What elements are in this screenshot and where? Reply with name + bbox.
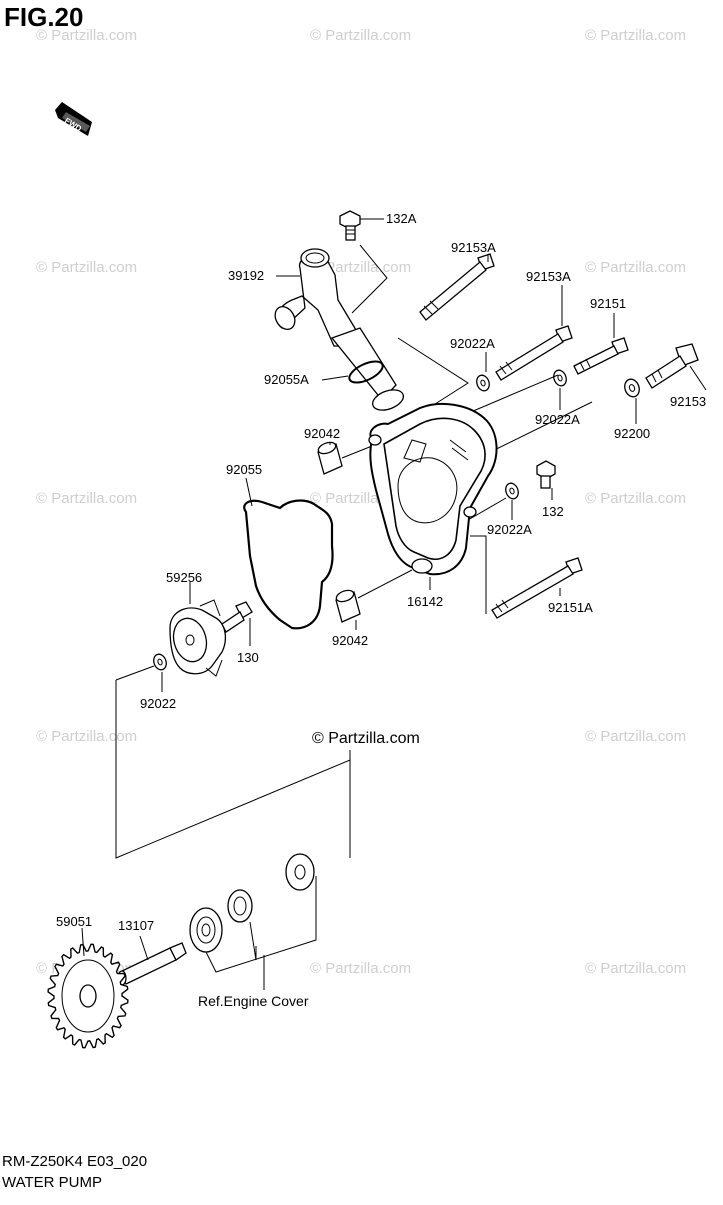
part-label-92042-1: 92042 <box>304 426 340 441</box>
washer-92022a-2 <box>553 369 567 387</box>
reference-engine-cover: Ref.Engine Cover <box>198 993 309 1009</box>
bolt-132a <box>339 210 361 241</box>
part-label-92022a-2: 92022A <box>535 412 580 427</box>
bolt-92153 <box>645 343 699 389</box>
part-label-92153a-lower: 92153A <box>526 269 571 284</box>
bolt-132 <box>536 460 556 489</box>
bolt-130 <box>221 601 253 633</box>
watermark: © Partzilla.com <box>310 960 411 977</box>
watermark: © Partzilla.com <box>585 960 686 977</box>
oil-seal <box>227 889 253 923</box>
part-label-92042-2: 92042 <box>332 633 368 648</box>
washer-92022a-1 <box>476 374 490 392</box>
washer-92200 <box>624 378 640 398</box>
impeller-59256 <box>169 599 227 677</box>
gear-59051 <box>47 943 129 1049</box>
part-label-39192: 39192 <box>228 268 264 283</box>
watermark: © Partzilla.com <box>36 490 137 507</box>
bolt-92153a-lower <box>495 325 573 381</box>
part-label-59256: 59256 <box>166 570 202 585</box>
dowel-pin-92042-2 <box>335 589 361 623</box>
watermark-group: © Partzilla.com © Partzilla.com © Partzi… <box>36 27 686 977</box>
part-label-92055a: 92055A <box>264 372 309 387</box>
dowel-pin-92042-1 <box>317 441 343 475</box>
watermark: © Partzilla.com <box>585 728 686 745</box>
part-label-92153a-upper: 92153A <box>451 240 496 255</box>
figure-title: FIG.20 <box>4 2 84 32</box>
part-label-92151a: 92151A <box>548 600 593 615</box>
watermark-main: © Partzilla.com <box>312 730 420 747</box>
part-label-92022a-3: 92022A <box>487 522 532 537</box>
bolt-92151a <box>491 557 583 619</box>
watermark: © Partzilla.com <box>36 728 137 745</box>
bearing-inner <box>285 853 315 891</box>
watermark: © Partzilla.com <box>585 259 686 276</box>
watermark: © Partzilla.com <box>310 259 411 276</box>
gasket-92055 <box>243 499 334 630</box>
part-label-130: 130 <box>237 650 259 665</box>
part-label-16142: 16142 <box>407 594 443 609</box>
part-label-92151: 92151 <box>590 296 626 311</box>
part-label-59051: 59051 <box>56 914 92 929</box>
part-label-13107: 13107 <box>118 918 154 933</box>
figure-name: WATER PUMP <box>2 1174 102 1191</box>
watermark: © Partzilla.com <box>310 27 411 44</box>
part-label-92055: 92055 <box>226 462 262 477</box>
part-label-92200: 92200 <box>614 426 650 441</box>
bolt-92153a-upper <box>419 253 495 321</box>
watermark: © Partzilla.com <box>585 27 686 44</box>
part-label-92022: 92022 <box>140 696 176 711</box>
bolt-92151 <box>573 337 629 375</box>
watermark: © Partzilla.com <box>36 27 137 44</box>
fwd-arrow-icon: FWD <box>55 102 92 136</box>
part-label-132a: 132A <box>386 211 417 226</box>
bearing-outer <box>189 907 223 953</box>
part-label-132: 132 <box>542 504 564 519</box>
part-label-92022a-1: 92022A <box>450 336 495 351</box>
washer-92022 <box>153 653 167 671</box>
watermark: © Partzilla.com <box>36 259 137 276</box>
part-label-92153: 92153 <box>670 394 706 409</box>
pump-housing-16142 <box>368 402 498 576</box>
o-ring-92055a <box>348 360 384 384</box>
watermark: © Partzilla.com <box>585 490 686 507</box>
washer-92022a-3 <box>505 482 519 500</box>
figure-code: RM-Z250K4 E03_020 <box>2 1153 148 1170</box>
